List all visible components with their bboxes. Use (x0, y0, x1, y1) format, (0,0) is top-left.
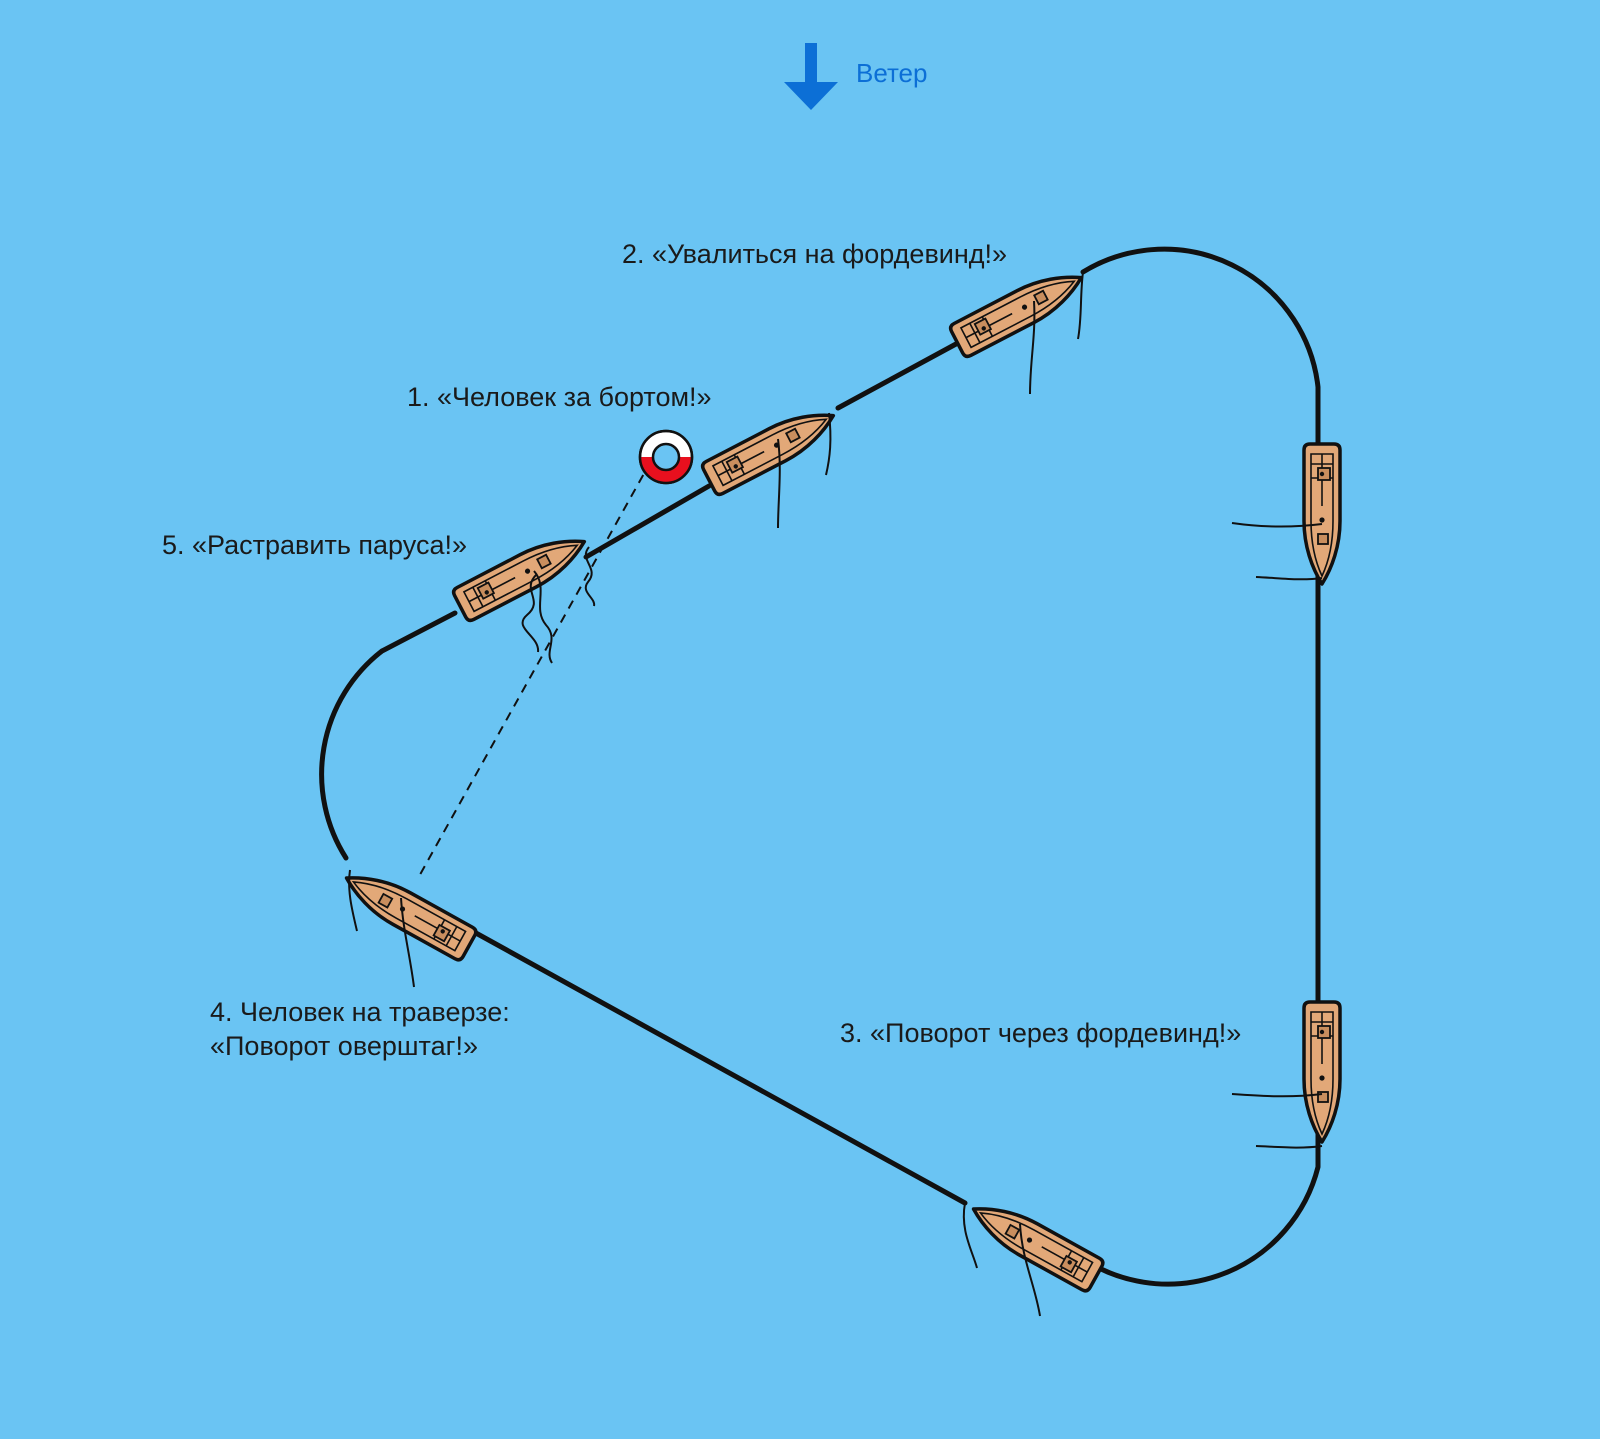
boat-icon (699, 397, 844, 498)
sight-line (416, 460, 652, 881)
boat-icon (963, 1191, 1107, 1295)
boat-icon (947, 259, 1092, 360)
step-4-line-1: 4. Человек на траверзе: (210, 997, 510, 1027)
step-3-label: 3. «Поворот через фордевинд!» (840, 1018, 1242, 1048)
boat-icon (450, 523, 595, 664)
sail-lines (348, 271, 1323, 1317)
step-4-label: 4. Человек на траверзе: «Поворот овершта… (210, 995, 510, 1063)
route-line (319, 246, 1321, 1287)
wind-label: Ветер (856, 58, 928, 88)
lifebuoy-icon (638, 429, 694, 485)
step-4-line-2: «Поворот оверштаг!» (210, 1031, 478, 1061)
step-2-label: 2. «Увалиться на фордевинд!» (622, 239, 1008, 269)
boat-icon (1302, 442, 1342, 586)
step-1-label: 1. «Человек за бортом!» (407, 382, 712, 412)
boat-icon (1302, 1000, 1342, 1144)
step-5-label: 5. «Растравить паруса!» (162, 530, 468, 560)
wind-arrow-icon (784, 43, 838, 110)
